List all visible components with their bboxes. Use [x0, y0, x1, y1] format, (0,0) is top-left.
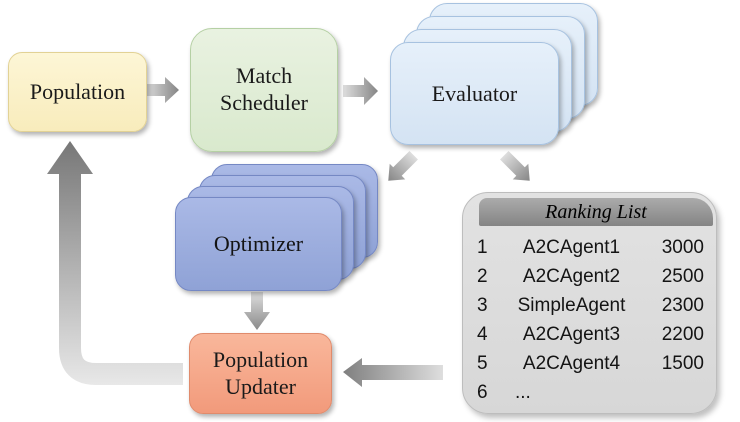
node-match-scheduler-label: Match Scheduler [220, 63, 308, 115]
node-population-label: Population [29, 78, 126, 104]
ranking-list-panel: Ranking List 1 A2CAgent1 3000 2 A2CAgent… [462, 192, 717, 414]
ranking-row-rank: 1 [477, 236, 488, 258]
ranking-row: 6 ... [473, 378, 704, 407]
ranking-row-name: A2CAgent1 [522, 236, 621, 258]
node-evaluator-label: Evaluator [431, 80, 518, 106]
ranking-row-rank: 4 [477, 323, 488, 345]
ranking-row-name: A2CAgent2 [522, 265, 621, 287]
arrow-ranking-to-updater [343, 358, 443, 387]
node-evaluator-stack: Evaluator [390, 3, 598, 145]
ranking-row-name: A2CAgent3 [522, 323, 621, 345]
arrow-scheduler-to-evaluator [343, 77, 378, 105]
arrow-updater-to-population-head [47, 141, 93, 174]
ranking-row: 2 A2CAgent2 2500 [473, 262, 704, 291]
arrow-optimizer-to-updater [244, 292, 270, 330]
ranking-row-name: A2CAgent4 [522, 352, 621, 374]
ranking-row-score: 2200 [661, 323, 704, 345]
ranking-list-title: Ranking List [545, 200, 647, 223]
ranking-row: 4 A2CAgent3 2200 [473, 320, 704, 349]
node-optimizer: Optimizer [175, 197, 342, 291]
ranking-row-rank: 3 [477, 294, 488, 316]
arrow-evaluator-to-optimizer [388, 151, 418, 181]
ranking-row-name: ... [515, 381, 531, 403]
node-evaluator: Evaluator [390, 42, 559, 145]
ranking-row-name: SimpleAgent [517, 294, 626, 316]
arrow-evaluator-to-ranking [500, 151, 530, 181]
node-match-scheduler: Match Scheduler [190, 28, 338, 152]
ranking-row-score: 2300 [661, 294, 704, 316]
node-population-updater-label: Population Updater [212, 346, 309, 399]
ranking-list-header: Ranking List [479, 198, 713, 226]
ranking-row-rank: 6 [477, 381, 488, 403]
ranking-row: 3 SimpleAgent 2300 [473, 291, 704, 320]
ranking-row-rank: 2 [477, 265, 488, 287]
ranking-row-score: 3000 [661, 236, 704, 258]
node-optimizer-stack: Optimizer [175, 164, 378, 291]
node-optimizer-label: Optimizer [213, 231, 304, 256]
arrow-updater-to-population-shaft [59, 172, 183, 385]
ranking-list-rows: 1 A2CAgent1 3000 2 A2CAgent2 2500 3 Simp… [473, 233, 704, 403]
ranking-row: 1 A2CAgent1 3000 [473, 233, 704, 262]
node-population: Population [8, 52, 147, 132]
ranking-row-rank: 5 [477, 352, 488, 374]
ranking-row-score: 2500 [661, 265, 704, 287]
node-population-updater: Population Updater [189, 333, 332, 414]
ranking-row-score: 1500 [661, 352, 704, 374]
ranking-row: 5 A2CAgent4 1500 [473, 349, 704, 378]
arrow-population-to-scheduler [145, 77, 179, 103]
